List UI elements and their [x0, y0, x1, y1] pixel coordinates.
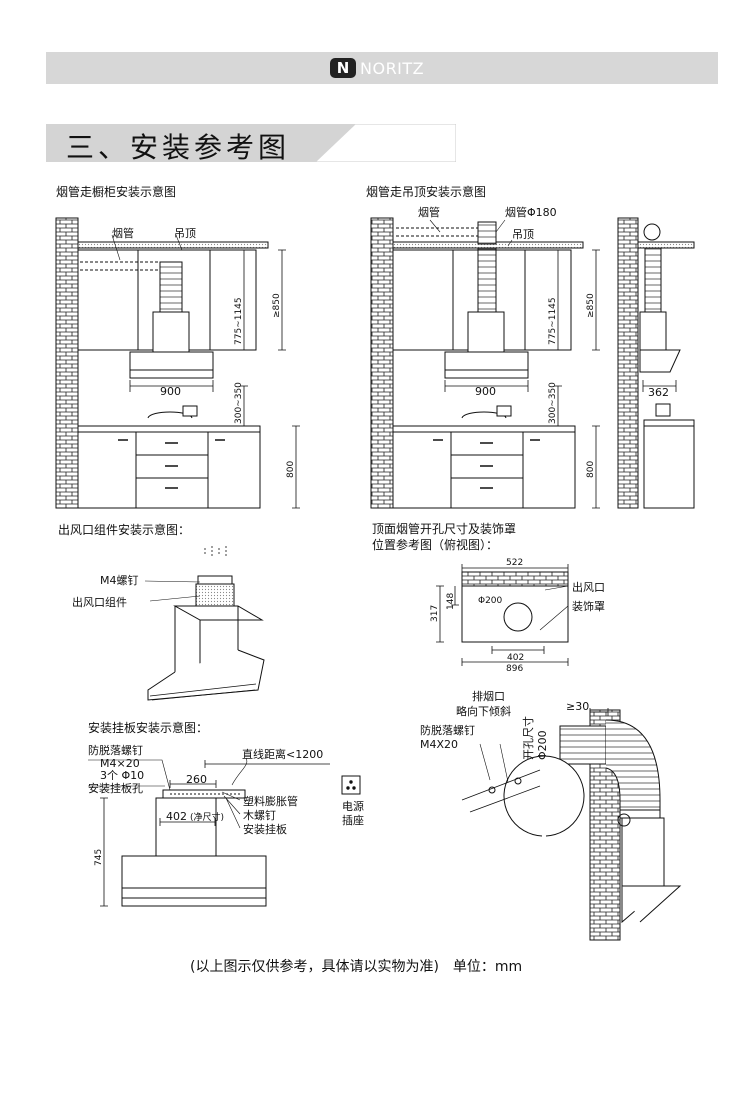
diagram-bracket: [88, 757, 361, 907]
caption-hole-2: 位置参考图（俯视图）：: [372, 538, 499, 552]
label-pipe-1: 烟管: [112, 226, 134, 240]
label-cover: 装饰罩: [572, 599, 605, 613]
diagram-hole-top-view: [436, 564, 569, 666]
section-title: 三、安装参考图: [66, 131, 291, 164]
dim-362: 362: [648, 386, 669, 399]
dim-775-2: 775~1145: [548, 297, 558, 345]
diagram-exhaust: [461, 708, 682, 941]
label-b-straight: 直线距离<1200: [242, 747, 323, 761]
label-outlet-assembly: 出风口组件: [72, 595, 127, 609]
label-m4-screw: M4螺钉: [100, 574, 139, 587]
dim-850-2: ≥850: [586, 293, 596, 318]
label-hole-d200: Φ200: [536, 730, 549, 760]
dim-522: 522: [506, 558, 523, 568]
label-anti-drop-screw: 防脱落螺钉: [420, 723, 475, 737]
diagram-cabinet: [55, 217, 300, 509]
dim-148: 148: [446, 593, 456, 610]
label-b-anti-drop: 防脱落螺钉: [88, 743, 143, 757]
label-b-plastic: 塑料膨胀管: [243, 794, 298, 808]
dim-800-1: 800: [286, 461, 296, 478]
label-hole-size: 开孔尺寸: [521, 716, 535, 760]
label-b-holes: 3个 Φ10: [100, 769, 144, 782]
label-ceiling-1: 吊顶: [174, 227, 196, 240]
noritz-logo-icon: N: [330, 58, 356, 78]
dim-b-net: (净尺寸): [190, 811, 224, 823]
caption-hole-1: 顶面烟管开孔尺寸及装饰罩: [372, 522, 517, 536]
label-air-outlet: 出风口: [572, 580, 605, 594]
label-b-m4x20: M4×20: [100, 757, 140, 770]
caption-bracket: 安装挂板安装示意图：: [88, 721, 209, 735]
dim-775-1: 775~1145: [234, 297, 244, 345]
label-b-wood: 木螺钉: [243, 809, 276, 822]
dim-850-1: ≥850: [272, 293, 282, 318]
dim-b-260: 260: [186, 773, 207, 786]
dim-900-1: 900: [160, 385, 181, 398]
caption-cabinet: 烟管走橱柜安装示意图: [56, 185, 177, 199]
caption-outlet: 出风口组件安装示意图：: [58, 523, 191, 537]
dim-896: 896: [506, 664, 523, 674]
dim-900-2: 900: [475, 385, 496, 398]
dim-402-top: 402: [507, 653, 524, 663]
caption-ceiling: 烟管走吊顶安装示意图: [366, 185, 487, 199]
dim-300-1: 300~350: [234, 382, 244, 424]
dim-b-402: 402: [166, 810, 187, 823]
diagram-outlet: [144, 546, 265, 701]
label-d200-top: Φ200: [478, 596, 503, 606]
label-ge30: ≥30: [566, 700, 589, 713]
label-b-hanging-hole: 安装挂板孔: [88, 781, 143, 795]
label-b-plate: 安装挂板: [243, 822, 287, 836]
label-exhaust-2: 略向下倾斜: [456, 704, 511, 718]
dim-317: 317: [430, 605, 440, 622]
label-ceiling-2: 吊顶: [512, 228, 534, 241]
label-b-socket-1: 电源: [342, 799, 364, 813]
label-b-socket-2: 插座: [342, 813, 364, 827]
label-exhaust-1: 排烟口: [472, 689, 505, 703]
label-m4x20: M4X20: [420, 738, 458, 751]
label-pipe-2: 烟管: [418, 205, 440, 219]
header-bar: [46, 52, 718, 84]
brand-name: NORITZ: [360, 58, 425, 78]
label-pipe-d180: 烟管Φ180: [505, 205, 557, 219]
diagram-ceiling: [370, 217, 695, 509]
footer-note: (以上图示仅供参考，具体请以实物为准) 单位：mm: [190, 959, 523, 975]
section-header-bg: [46, 124, 456, 162]
dim-b-745: 745: [94, 849, 104, 866]
dim-300-2: 300~350: [548, 382, 558, 424]
dim-800-2: 800: [586, 461, 596, 478]
brand-logo: N NORITZ: [330, 56, 424, 80]
